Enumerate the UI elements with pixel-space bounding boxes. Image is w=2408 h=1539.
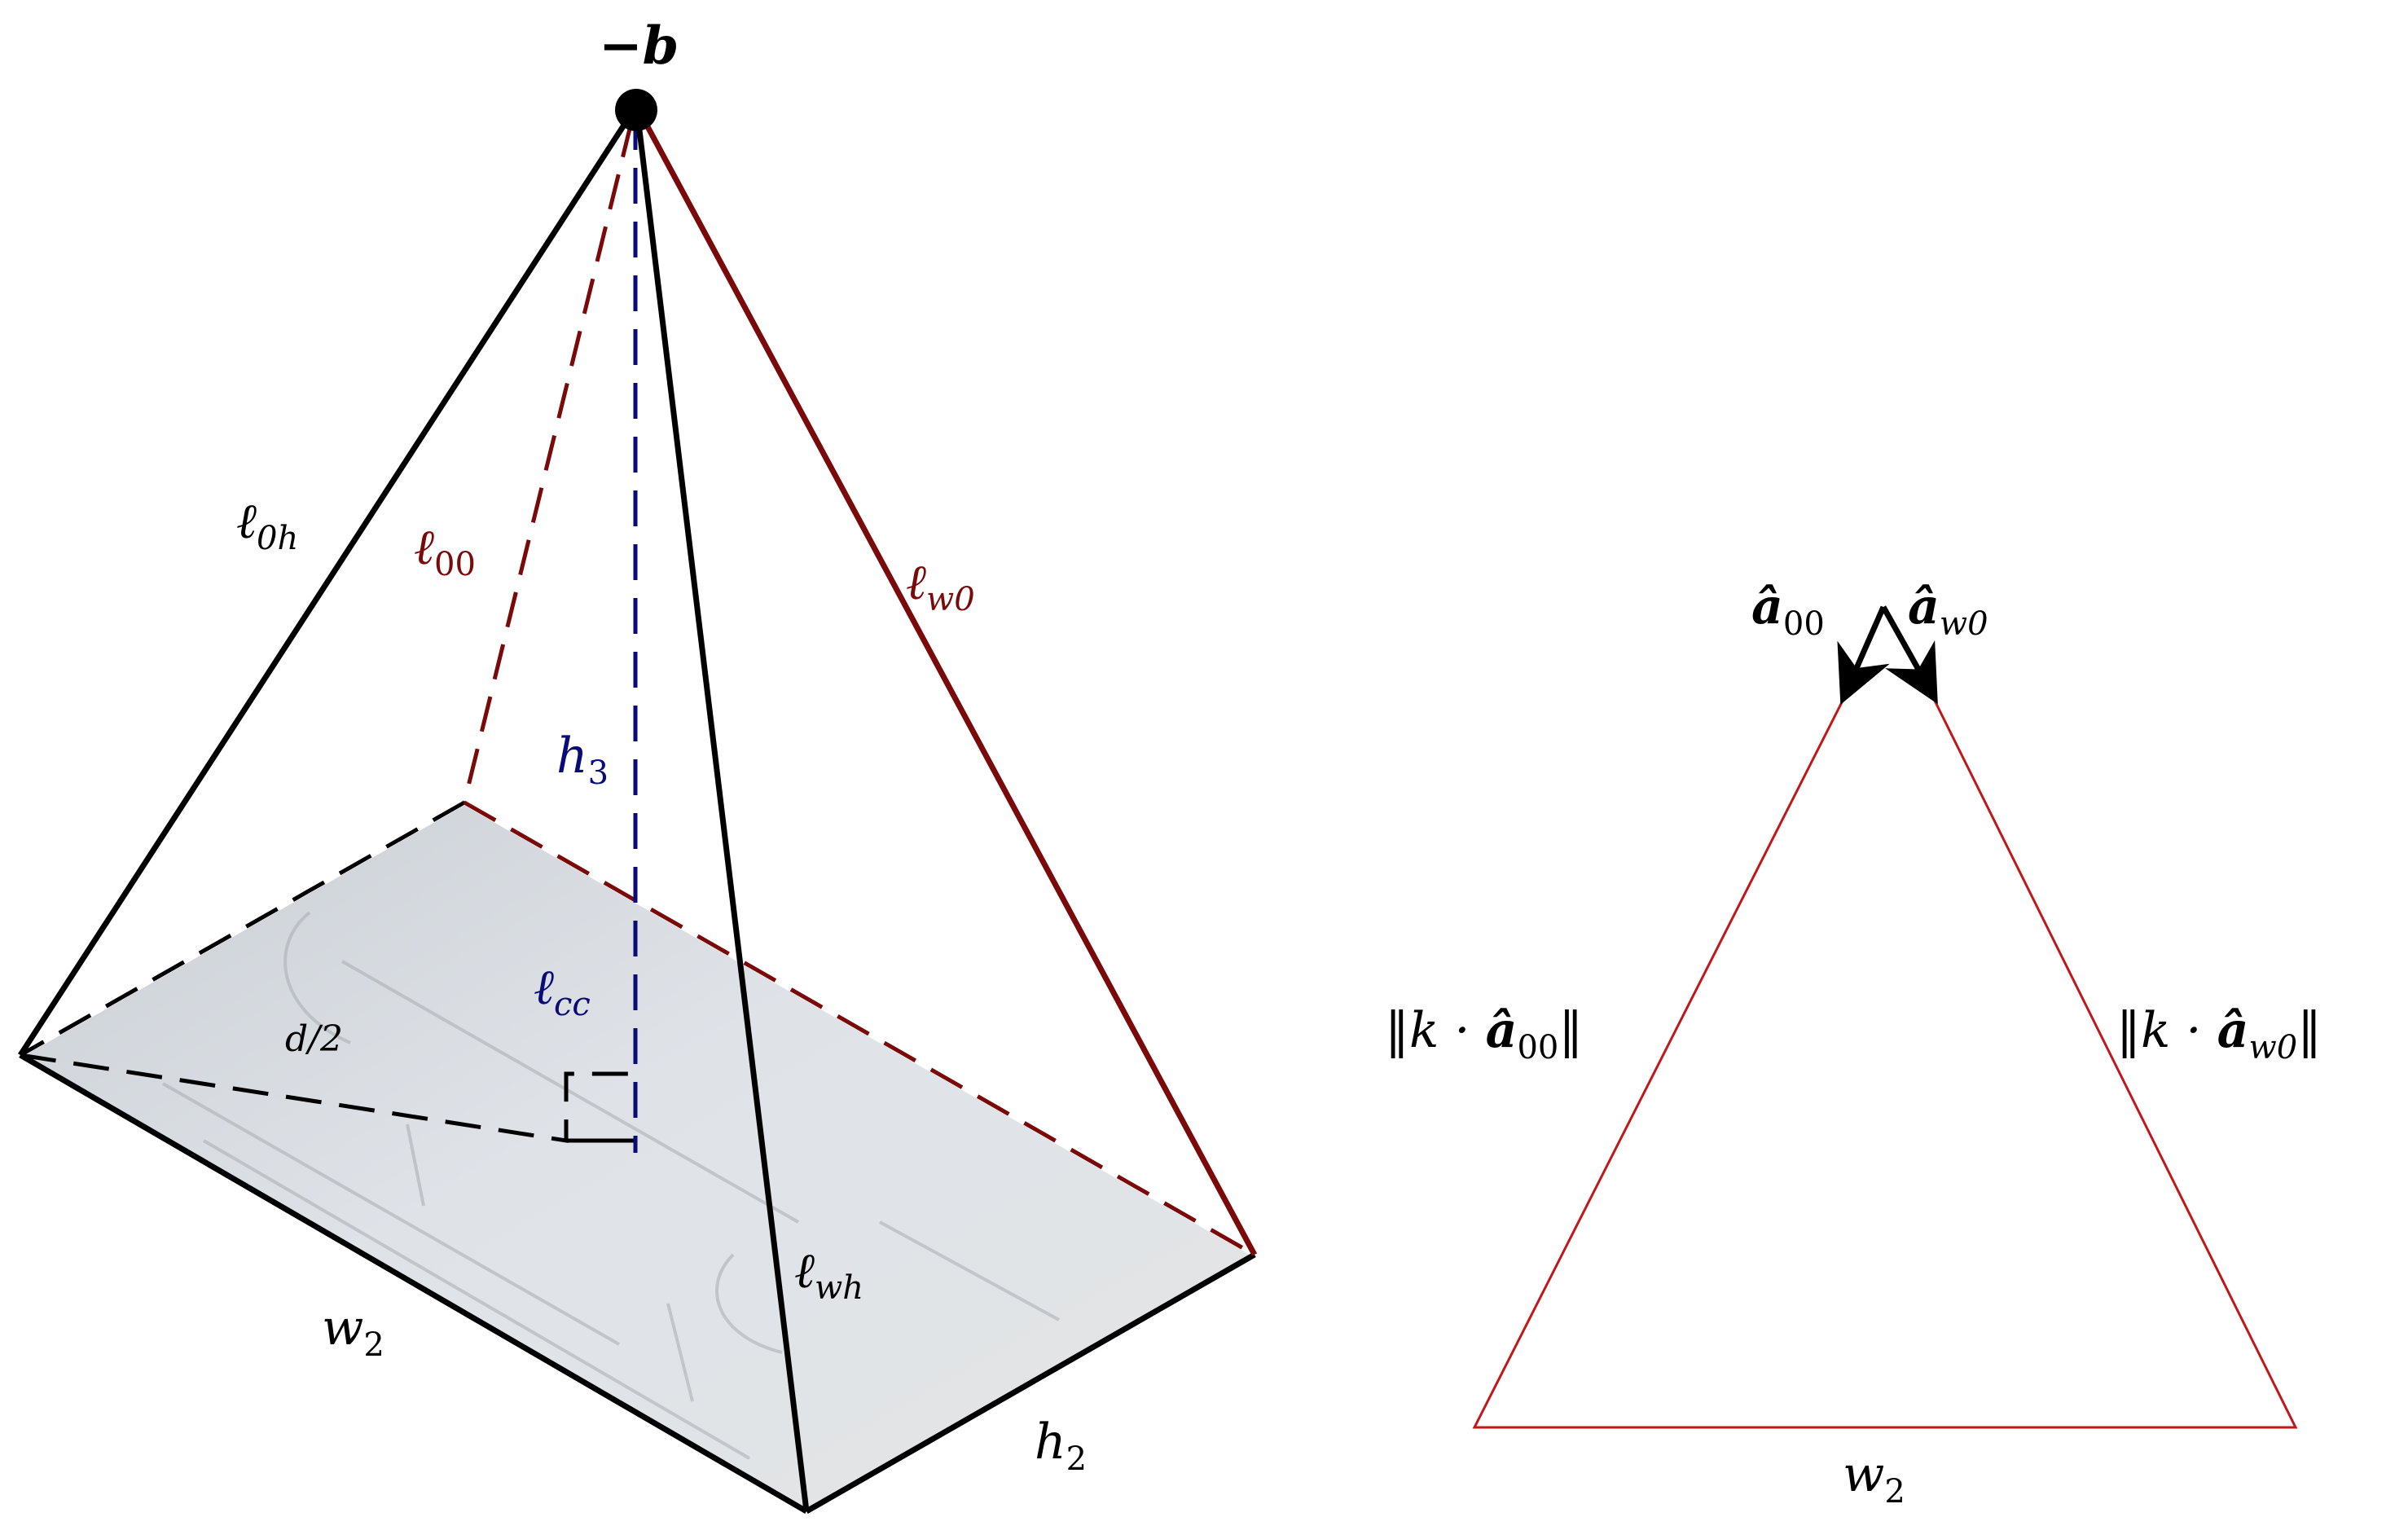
label-w2-left: w2 <box>322 1299 384 1364</box>
label-l00: ℓ00 <box>414 519 476 583</box>
base-edge-back-right <box>463 800 1256 1257</box>
label-lwh: ℓwh <box>794 1242 863 1307</box>
label-lw0: ℓw0 <box>906 554 975 618</box>
apex-point <box>615 89 657 131</box>
edge-l00 <box>462 121 634 803</box>
label-l0h: ℓ0h <box>236 493 298 557</box>
label-lcc: ℓcc <box>534 959 591 1023</box>
label-left-side: ‖k · â00‖ <box>1385 1002 1583 1066</box>
edge-lw0 <box>635 108 1258 1256</box>
label-d2: d/2 <box>285 1018 343 1060</box>
triangle-top-mask <box>1843 697 1934 704</box>
half-diagonal-dashed <box>20 1053 635 1143</box>
label-right-side: ‖k · âw0‖ <box>2116 1002 2322 1066</box>
base-edge-front-right <box>805 1251 1256 1515</box>
label-a00-hat: â00 <box>1751 578 1825 643</box>
image-plane-texture <box>162 911 1060 1460</box>
label-h3: h3 <box>556 728 609 792</box>
label-aw0-hat: âw0 <box>1908 578 1988 643</box>
triangle-figure: â00 âw0 ‖k · â00‖ ‖k · âw0‖ w2 <box>1385 578 2322 1510</box>
edge-l0h <box>18 108 636 1057</box>
label-apex: −b <box>599 15 679 77</box>
edge-lwh <box>634 109 810 1512</box>
arrow-aw0 <box>1880 605 1938 705</box>
pyramid-figure: −b ℓ0h ℓ00 ℓw0 h3 ℓcc d/2 ℓwh w2 h2 <box>15 15 1260 1515</box>
base-edge-front-left <box>19 1052 808 1515</box>
triangle-outline <box>1472 699 2298 1429</box>
arrow-a00 <box>1837 605 1890 705</box>
label-h2: h2 <box>1035 1414 1087 1478</box>
label-w2-right: w2 <box>1843 1446 1905 1510</box>
base-edge-back-left <box>19 800 466 1058</box>
